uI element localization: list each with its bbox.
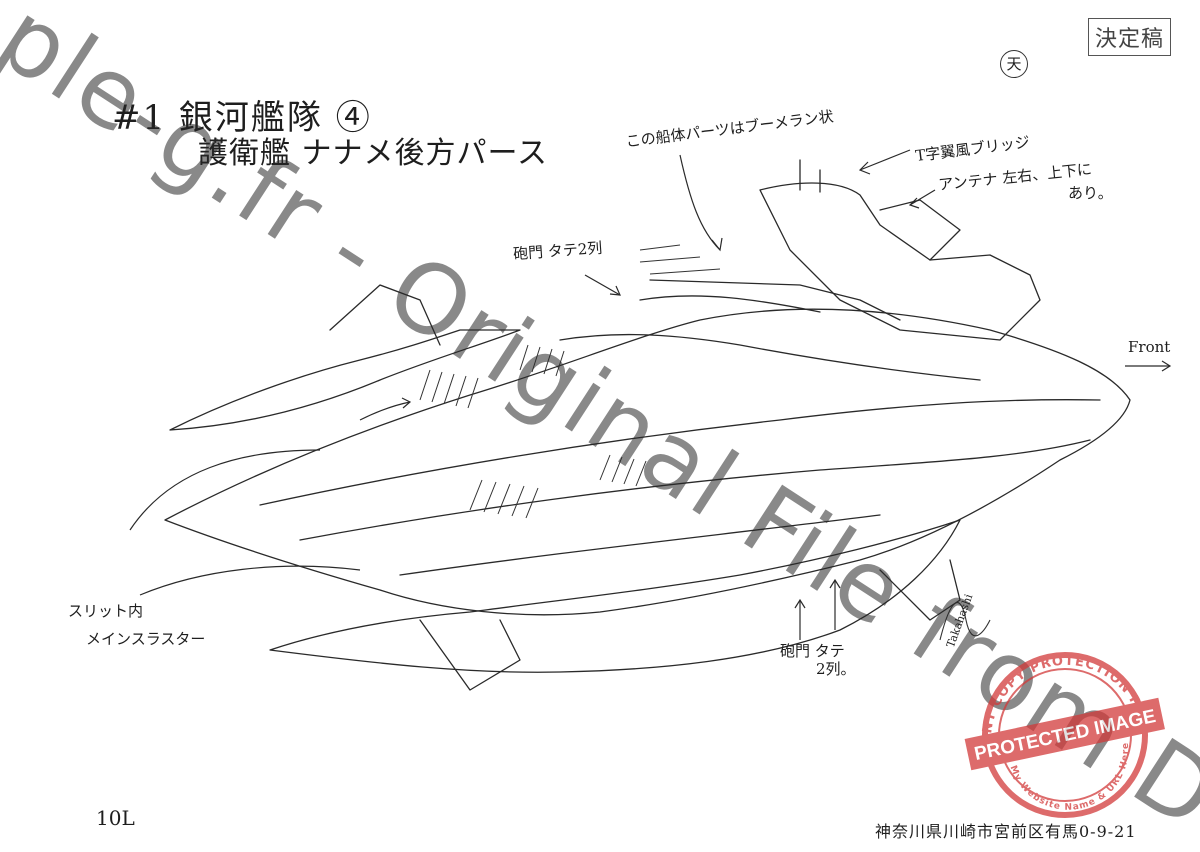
ship-upper-fin bbox=[169, 329, 521, 431]
sheet-subtitle: 護衛艦 ナナメ後方パース bbox=[198, 136, 549, 171]
note-guns-bottom-1: 砲門 タテ bbox=[780, 642, 845, 660]
signature-mark bbox=[939, 602, 991, 641]
note-thruster-2: メインスラスター bbox=[86, 630, 206, 648]
note-thruster-1: スリット内 bbox=[68, 602, 144, 620]
circle-mark: 天 bbox=[1000, 50, 1028, 78]
protection-seal: CONTENT COPY PROTECTION PLUGIN PROTECTED… bbox=[960, 640, 1165, 820]
note-antenna-2: あり。 bbox=[1068, 184, 1113, 202]
ship-lower-hull bbox=[269, 519, 961, 673]
ship-bridge bbox=[759, 182, 1041, 341]
final-draft-stamp: 決定稿 bbox=[1088, 18, 1172, 56]
footer-address: 神奈川県川崎市宮前区有馬0-9-21 bbox=[875, 822, 1137, 841]
note-guns-bottom-2: 2列。 bbox=[816, 660, 856, 678]
sheet-title: #1 銀河艦隊 ④ bbox=[112, 98, 372, 138]
note-front: Front bbox=[1128, 338, 1171, 356]
page-number: 10L bbox=[96, 806, 135, 830]
